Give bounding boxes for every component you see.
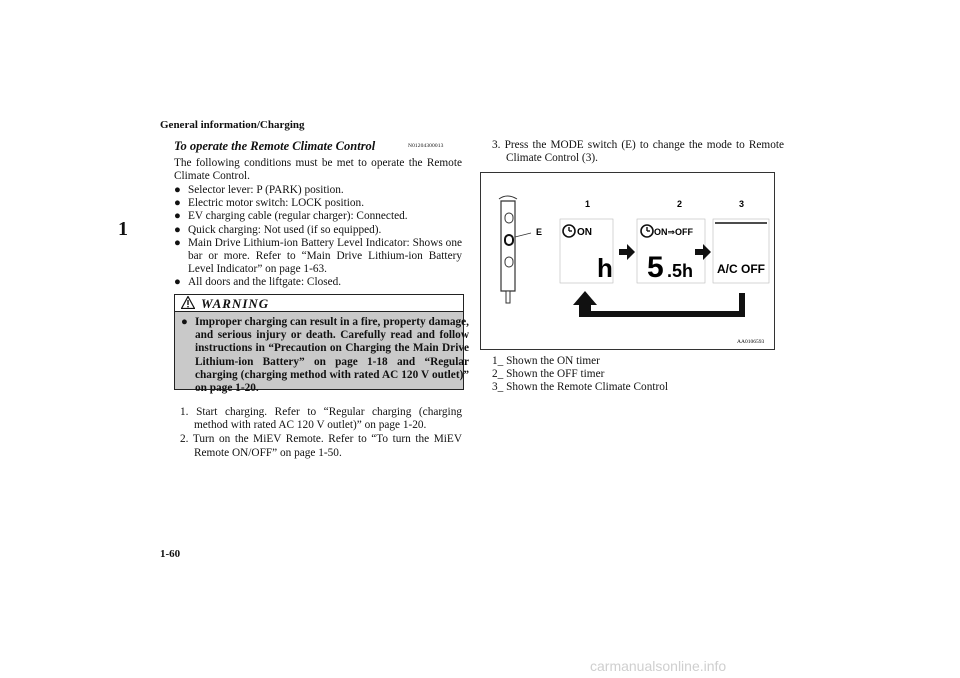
bullet-icon: ● [174, 223, 181, 236]
bullet-icon: ● [174, 197, 181, 210]
bullet-icon: ● [174, 236, 181, 249]
warning-box: WARNING ●Improper charging can result in… [174, 294, 469, 394]
list-item: ●Selector lever: P (PARK) position. [174, 184, 344, 196]
arrow-right-icon [619, 244, 635, 260]
warning-triangle-icon [181, 296, 195, 309]
panel-1-value: h [597, 253, 613, 283]
figure-label-1: 1 [585, 199, 590, 209]
list-item: 1_ Shown the ON timer [492, 355, 600, 367]
watermark: carmanualsonline.info [590, 658, 727, 674]
clock-icon [640, 224, 654, 238]
warning-header: WARNING [175, 295, 463, 312]
clock-icon [562, 224, 576, 238]
bullet-icon: ● [174, 184, 181, 196]
figure-label-e: E [536, 227, 542, 237]
figure-label-3: 3 [739, 199, 744, 209]
warning-text: ●Improper charging can result in a fire,… [181, 316, 469, 395]
list-item: 3_ Shown the Remote Climate Control [492, 381, 669, 394]
warning-title: WARNING [201, 296, 270, 311]
image-code: AA0106593 [737, 339, 764, 345]
step-3: 3. Press the MODE switch (E) to change t… [492, 139, 784, 165]
figure-captions: 1_ Shown the ON timer 2_ Shown the OFF t… [492, 355, 668, 395]
section-header: General information/Charging [160, 119, 305, 131]
list-item: ●All doors and the liftgate: Closed. [174, 276, 342, 289]
bullet-icon: ● [174, 210, 181, 223]
section-title: To operate the Remote Climate Control [174, 139, 376, 153]
figure-label-2: 2 [677, 199, 682, 209]
list-item: ●Main Drive Lithium-ion Battery Level In… [174, 236, 462, 276]
list-item: ●EV charging cable (regular charger): Co… [174, 210, 408, 223]
display-panel-3 [712, 218, 770, 284]
list-item: 2_ Shown the OFF timer [492, 368, 605, 381]
list-item: 1. Start charging. Refer to “Regular cha… [180, 406, 462, 432]
bullet-icon: ● [174, 276, 181, 289]
panel-3-value: A/C OFF [717, 262, 765, 276]
chapter-tab: 1 [118, 218, 128, 240]
list-item: ●Quick charging: Not used (if so equippe… [174, 223, 382, 236]
arrow-right-icon [695, 244, 711, 260]
panel-1-status: ON [577, 227, 592, 238]
panel-2-suffix: .5h [667, 261, 693, 281]
panel-2-status: ON⇒OFF [654, 227, 694, 237]
section-code: N01204300013 [408, 143, 444, 149]
intro-paragraph: The following conditions must be met to … [174, 157, 462, 183]
arrow-up-icon [573, 291, 597, 317]
steps-list: 1. Start charging. Refer to “Regular cha… [180, 406, 462, 461]
conditions-list: ●Selector lever: P (PARK) position. ●Ele… [174, 184, 462, 290]
page-number: 1-60 [160, 548, 181, 560]
remote-display-figure: E 1 2 3 ON h ON⇒OFF 5 .5h A/C OFF AA0106… [480, 172, 775, 350]
bullet-icon: ● [181, 316, 188, 328]
list-item: ●Electric motor switch: LOCK position. [174, 197, 365, 210]
remote-device-icon [498, 195, 532, 304]
display-panel-2 [636, 218, 706, 284]
list-item: 2. Turn on the MiEV Remote. Refer to “To… [180, 433, 462, 459]
return-bar [587, 293, 745, 317]
panel-2-value: 5 [647, 251, 664, 284]
